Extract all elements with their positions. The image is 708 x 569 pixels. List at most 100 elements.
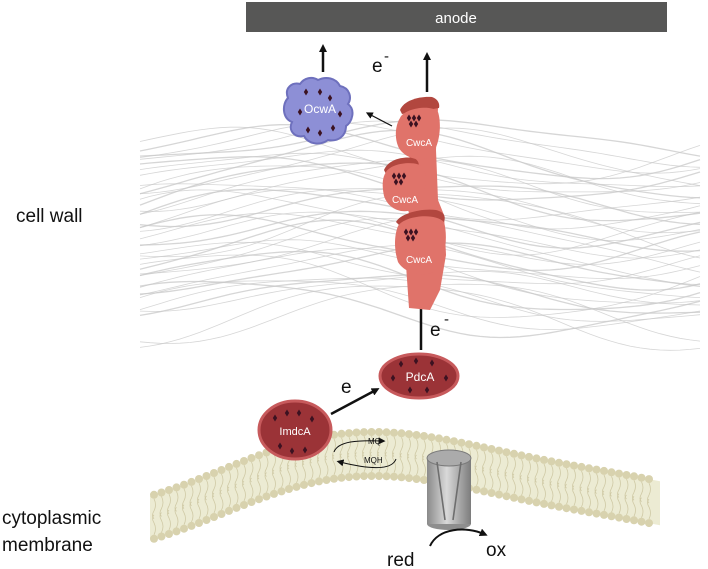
lipid-head [360, 472, 368, 481]
lipid-head [540, 455, 548, 464]
lipid-tail [204, 495, 209, 517]
red-ox-arrow [429, 528, 488, 547]
lipid-head [262, 492, 271, 501]
electron-top-superscript: - [384, 48, 389, 65]
heme-diamond [401, 172, 407, 180]
lipid-head [607, 512, 616, 521]
lipid-head [405, 430, 413, 439]
ocwa-label: OcwA [304, 102, 336, 116]
heme-diamond [303, 88, 309, 96]
lipid-tail [407, 453, 411, 475]
heme-diamond [410, 234, 416, 242]
lipid-head [570, 505, 578, 514]
lipid-tail [377, 451, 381, 473]
lipid-tail [422, 455, 426, 477]
lipid-head [577, 462, 586, 471]
lipid-tail [624, 494, 629, 516]
lipid-tail [549, 481, 554, 502]
lipid-head [180, 480, 188, 489]
lipid-tail [504, 471, 509, 493]
lipid-head [360, 428, 368, 437]
lipid-head [382, 472, 391, 481]
lipid-head [547, 501, 556, 510]
lipid-head [487, 445, 496, 453]
lipid-head [592, 465, 601, 474]
heme-diamond [411, 114, 417, 122]
lipid-head [487, 489, 496, 497]
ocwa-protein: OcwA [282, 76, 354, 145]
lipid-head [502, 448, 511, 457]
red-label: red [387, 550, 414, 569]
lipid-tail [272, 469, 276, 491]
lipid-head [307, 479, 316, 488]
lipid-tail [384, 452, 389, 473]
lipid-head [277, 487, 286, 496]
lipid-head [375, 428, 383, 436]
membrane-band [150, 432, 660, 540]
lipid-head [480, 487, 488, 496]
lipid-head [615, 469, 623, 478]
heme-diamond [413, 228, 419, 236]
heme-diamond [330, 124, 336, 132]
heme-diamond [297, 108, 303, 116]
lipid-head [337, 429, 346, 438]
lipid-tail [167, 509, 171, 531]
lipid-head [330, 474, 338, 483]
lipid-tail [302, 460, 306, 482]
lipid-head [622, 515, 631, 523]
lipid-tail [617, 493, 621, 514]
lipid-head [495, 490, 503, 499]
heme-diamond [393, 178, 399, 186]
lipid-head [195, 475, 203, 483]
lipid-head [427, 433, 436, 442]
cwca-stack: CwcA CwcA CwcA [382, 96, 446, 310]
lipid-tail [354, 452, 359, 473]
lipid-head [540, 499, 548, 508]
arrow-cwca-to-ocwa [365, 112, 393, 127]
lipid-head [157, 488, 166, 497]
lipid-tail [512, 473, 516, 494]
lipid-tail [152, 514, 156, 535]
lipid-tail [257, 474, 261, 496]
heme-diamond [398, 178, 404, 186]
lipid-head [412, 431, 421, 439]
lipid-head [592, 509, 601, 518]
lipid-head [510, 449, 518, 458]
lipid-tail [197, 498, 201, 520]
lipid-head [165, 530, 173, 538]
lipid-head [240, 501, 248, 509]
mq-cycle-arrow-bottom [336, 458, 397, 469]
heme-diamond [424, 386, 430, 394]
lipid-tail [392, 452, 396, 473]
lipid-head [412, 475, 421, 483]
lipid-tail [294, 462, 299, 484]
heme-diamond [403, 228, 409, 236]
cwca2-hemes [391, 172, 407, 186]
lipid-tail [159, 512, 164, 533]
lipid-head [367, 472, 376, 480]
lipid-head [472, 441, 481, 450]
heme-diamond [407, 386, 413, 394]
lipid-head [352, 428, 361, 437]
membrane-transporter [426, 449, 472, 530]
heme-diamond [337, 110, 343, 118]
membrane-label-line1: cytoplasmic [2, 508, 101, 529]
lipid-tail [279, 467, 284, 488]
heme-diamond [284, 409, 290, 417]
lipid-head [420, 476, 428, 484]
lipid-head [300, 480, 308, 489]
mqh-label: MQH [364, 456, 383, 465]
heme-diamond [302, 446, 308, 454]
lipid-tail [579, 486, 584, 508]
lipid-head [577, 506, 586, 515]
heme-diamond [289, 447, 295, 455]
lipid-tail [527, 476, 531, 498]
lipid-tail [474, 465, 479, 486]
lipid-tail [572, 485, 576, 506]
lipid-head [630, 472, 638, 481]
lipid-head [367, 428, 376, 436]
lipid-head [450, 437, 458, 446]
electron-label-low: e [341, 377, 352, 398]
lipid-head [397, 473, 406, 482]
